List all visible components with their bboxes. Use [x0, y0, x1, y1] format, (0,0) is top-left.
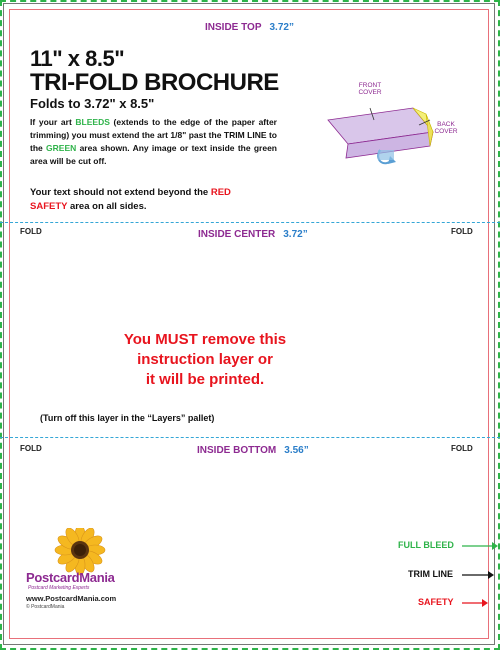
website-url: www.PostcardMania.com: [26, 594, 117, 603]
bleed-text-part: If your art: [30, 117, 76, 127]
warning-line: instruction layer or: [137, 351, 273, 368]
fold-label-left: FOLD: [20, 444, 42, 453]
safety-word: SAFETY: [30, 201, 68, 212]
copyright-note: © PostcardMania: [26, 604, 65, 610]
front-cover-label-line2: COVER: [358, 89, 381, 96]
trim-line-border: [3, 3, 495, 645]
panel-label-inside-center: INSIDE CENTER 3.72”: [198, 229, 308, 240]
removal-warning: You MUST remove this instruction layer o…: [40, 330, 370, 390]
fold-line-top: [0, 222, 500, 223]
bleed-text-part: (extends to the edge of the paper after …: [30, 117, 277, 153]
sunflower-logo-icon: [54, 528, 106, 576]
bleed-text-part: area shown. Any image or text inside the…: [30, 143, 277, 166]
panel-label-inside-top: INSIDE TOP 3.72”: [205, 22, 294, 33]
fold-diagram-illustration: FRONT COVER BACK COVER: [327, 82, 458, 165]
arrow-right-icon: [462, 599, 488, 607]
warning-line: it will be printed.: [145, 371, 265, 388]
legend-label: FULL BLEED: [398, 540, 454, 550]
bleeds-word: BLEEDS: [75, 117, 110, 127]
panel-dimension: 3.56”: [284, 445, 309, 456]
panel-name: INSIDE CENTER: [198, 229, 276, 240]
green-word: GREEN: [46, 143, 77, 153]
safety-border: [9, 9, 489, 639]
front-cover-label: FRONT: [359, 82, 381, 89]
safety-text-part: Your text should not extend beyond the: [30, 187, 211, 198]
layers-instruction: (Turn off this layer in the “Layers” pal…: [40, 413, 215, 423]
bleed-instructions: If your art BLEEDS (extends to the edge …: [30, 116, 277, 168]
back-cover-label: BACK: [437, 121, 455, 128]
title-folds: Folds to 3.72" x 8.5": [30, 96, 155, 111]
fold-label-right: FOLD: [451, 444, 473, 453]
logo-wordmark: PostcardMania: [26, 570, 115, 585]
fold-label-left: FOLD: [20, 227, 42, 236]
red-word: RED: [210, 187, 231, 198]
back-cover-label-line2: COVER: [434, 128, 457, 135]
legend-label: SAFETY: [418, 597, 454, 607]
title-size: 11" x 8.5": [30, 46, 125, 71]
panel-dimension: 3.72”: [283, 229, 308, 240]
panel-name: INSIDE BOTTOM: [197, 445, 277, 456]
title-main: TRI-FOLD BROCHURE: [30, 69, 279, 96]
fold-line-bottom: [0, 437, 500, 438]
panel-name: INSIDE TOP: [205, 22, 262, 33]
legend-label: TRIM LINE: [408, 569, 453, 579]
panel-dimension: 3.72”: [269, 22, 294, 33]
panel-label-inside-bottom: INSIDE BOTTOM 3.56”: [197, 445, 309, 456]
fold-label-right: FOLD: [451, 227, 473, 236]
safety-instructions: Your text should not extend beyond the R…: [30, 186, 277, 214]
warning-line: You MUST remove this: [123, 331, 287, 348]
logo-tagline: Postcard Marketing Experts: [28, 585, 90, 591]
arrow-right-icon: [462, 571, 494, 579]
arrow-right-icon: [462, 542, 498, 550]
safety-text-part: area on all sides.: [67, 201, 147, 212]
